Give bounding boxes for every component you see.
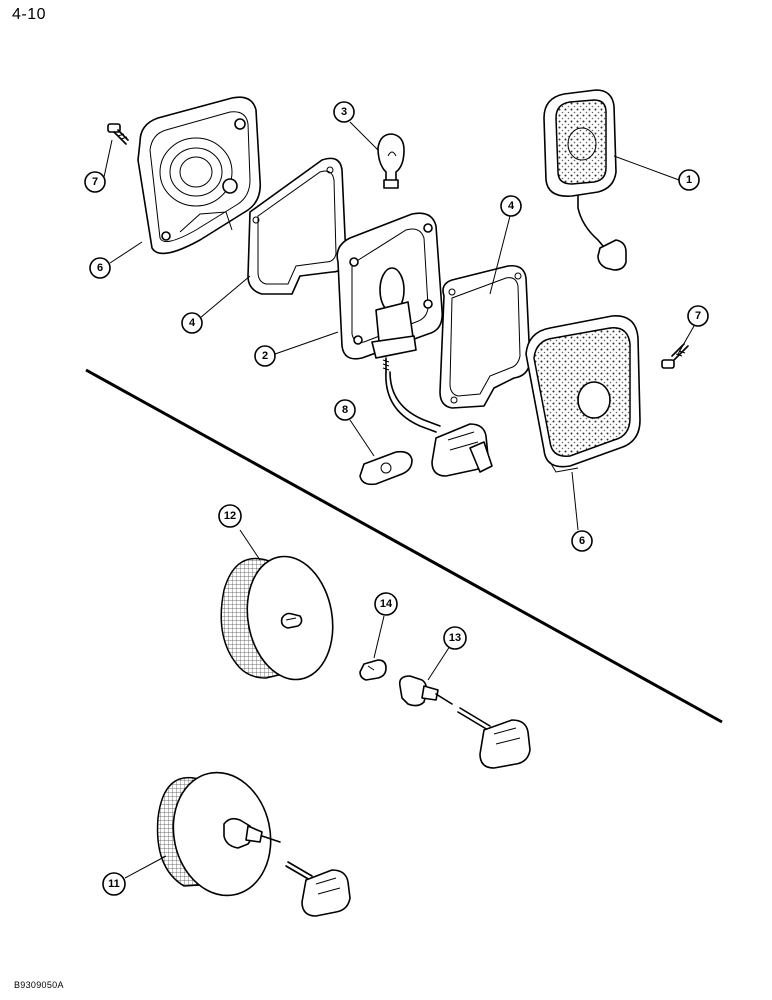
bulb [377, 133, 405, 189]
screw-left [107, 123, 129, 145]
callout-2: 2 [254, 345, 276, 367]
callout-6-right: 6 [571, 530, 593, 552]
callout-7-left: 7 [84, 171, 106, 193]
callout-2-label: 2 [262, 350, 268, 362]
page-number: 4-10 [12, 6, 47, 23]
callout-1-label: 1 [686, 174, 692, 186]
harness-connector-upper [431, 423, 493, 477]
section-divider-line [85, 368, 723, 724]
small-bulb [359, 659, 387, 681]
round-lamp-lower [156, 771, 351, 917]
callout-8: 8 [334, 399, 356, 421]
lamp-base-plate [336, 212, 444, 433]
callout-12: 12 [218, 504, 242, 528]
callout-14: 14 [374, 592, 398, 616]
callout-13: 13 [443, 626, 467, 650]
callout-6-left: 6 [89, 257, 111, 279]
drawing-code: B9309050A [14, 980, 64, 990]
harness-connector-lower [479, 719, 531, 769]
gasket-right [439, 264, 531, 409]
callout-4-right-label: 4 [508, 200, 515, 212]
callout-1: 1 [678, 169, 700, 191]
callout-3-label: 3 [341, 106, 347, 118]
callout-12-label: 12 [224, 510, 236, 522]
callout-11-label: 11 [108, 878, 120, 890]
callout-7-left-label: 7 [92, 176, 98, 188]
assembled-lamp [543, 89, 627, 271]
callout-4-right: 4 [500, 195, 522, 217]
callout-14-label: 14 [380, 598, 393, 610]
callout-4-left: 4 [181, 312, 203, 334]
round-lamp-upper [220, 555, 334, 681]
callout-3: 3 [333, 101, 355, 123]
lamp-socket [398, 675, 491, 731]
leader-lines [103, 121, 695, 879]
callout-7-right-label: 7 [695, 310, 701, 322]
screw-right [661, 343, 689, 369]
callout-4-left-label: 4 [189, 317, 196, 329]
lamp-housing-left [137, 96, 262, 255]
callout-6-left-label: 6 [97, 262, 103, 274]
callout-7-right: 7 [687, 305, 709, 327]
callout-6-right-label: 6 [579, 535, 585, 547]
callout-13-label: 13 [449, 632, 461, 644]
gasket-left [247, 157, 347, 295]
callout-8-label: 8 [342, 404, 348, 416]
callout-11: 11 [102, 872, 126, 896]
grommet [359, 450, 413, 486]
lamp-lens-right [525, 315, 641, 473]
